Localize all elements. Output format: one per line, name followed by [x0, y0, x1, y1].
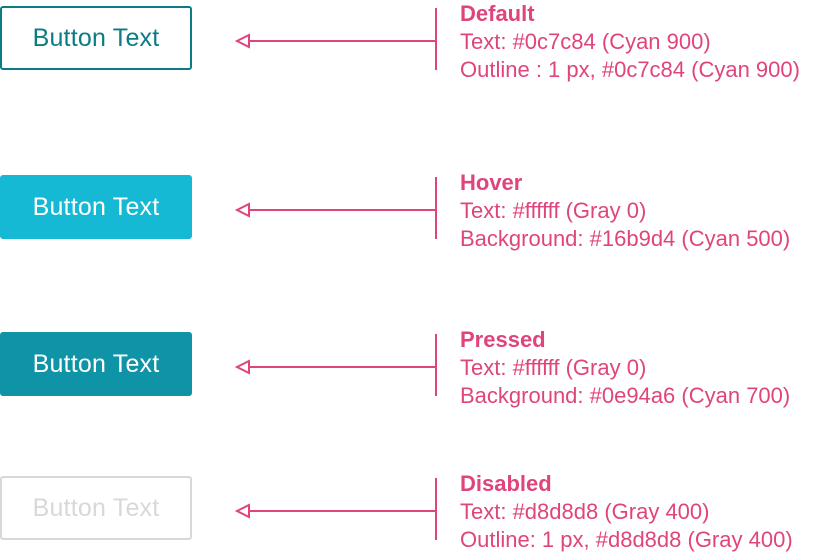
state-hover: Button Text Hover Text: #ffffff (Gray 0)…	[0, 169, 828, 251]
state-pressed: Button Text Pressed Text: #ffffff (Gray …	[0, 326, 828, 408]
annotation-disabled: Disabled Text: #d8d8d8 (Gray 400) Outlin…	[460, 470, 793, 554]
state-disabled: Button Text Disabled Text: #d8d8d8 (Gray…	[0, 470, 828, 552]
annotation-background-hover: Background: #16b9d4 (Cyan 500)	[460, 226, 791, 251]
annotation-background-pressed: Background: #0e94a6 (Cyan 700)	[460, 383, 791, 408]
annotation-hover: Hover Text: #ffffff (Gray 0) Background:…	[460, 169, 790, 253]
annotation-title-hover: Hover	[460, 170, 523, 195]
annotation-text-color-hover: Text: #ffffff (Gray 0)	[460, 198, 647, 223]
annotation-default: Default Text: #0c7c84 (Cyan 900) Outline…	[460, 0, 800, 84]
arrow-connector-hover	[234, 177, 437, 239]
button-disabled: Button Text	[0, 476, 192, 540]
button-hover[interactable]: Button Text	[0, 175, 192, 239]
annotation-outline-disabled: Outline: 1 px, #d8d8d8 (Gray 400)	[460, 527, 793, 552]
annotation-title-pressed: Pressed	[460, 327, 546, 352]
arrow-connector-pressed	[234, 334, 437, 396]
arrow-connector-disabled	[234, 478, 437, 540]
button-pressed[interactable]: Button Text	[0, 332, 192, 396]
annotation-text-color-pressed: Text: #ffffff (Gray 0)	[460, 355, 647, 380]
button-default[interactable]: Button Text	[0, 6, 192, 70]
annotation-title-default: Default	[460, 1, 535, 26]
annotation-pressed: Pressed Text: #ffffff (Gray 0) Backgroun…	[460, 326, 790, 410]
annotation-title-disabled: Disabled	[460, 471, 552, 496]
state-default: Button Text Default Text: #0c7c84 (Cyan …	[0, 0, 828, 82]
annotation-text-color-disabled: Text: #d8d8d8 (Gray 400)	[460, 499, 710, 524]
annotation-text-color-default: Text: #0c7c84 (Cyan 900)	[460, 29, 711, 54]
arrow-connector-default	[234, 8, 437, 70]
annotation-outline-default: Outline : 1 px, #0c7c84 (Cyan 900)	[460, 57, 800, 82]
